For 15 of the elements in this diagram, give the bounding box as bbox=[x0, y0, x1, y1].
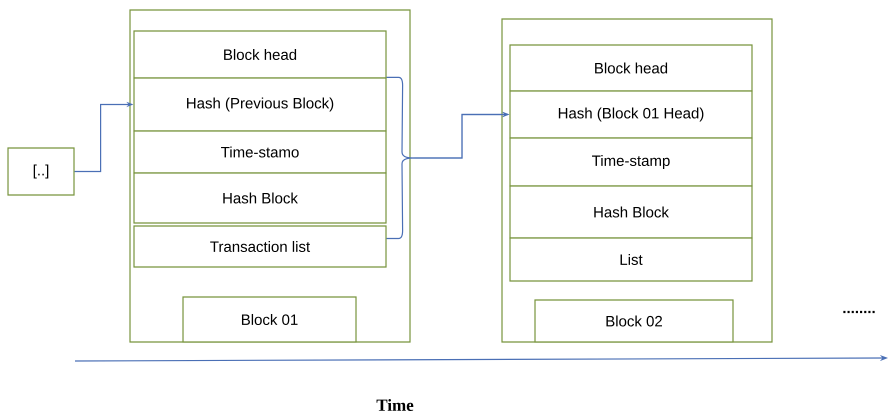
ellipsis: ........ bbox=[843, 310, 875, 314]
field-cell: Hash (Block 01 Head) bbox=[509, 90, 753, 139]
field-cell: Transaction list bbox=[133, 225, 387, 268]
field-cell: Time-stamp bbox=[509, 137, 753, 187]
field-cell: List bbox=[509, 237, 753, 282]
field-cell: Hash Block bbox=[133, 172, 387, 224]
field-cell: Block head bbox=[509, 44, 753, 92]
axis-label: Time bbox=[376, 399, 414, 411]
field-cell: Block head bbox=[133, 30, 387, 79]
block-label-box: Block 02 bbox=[534, 299, 734, 343]
field-cell: Hash Block bbox=[509, 185, 753, 239]
input-box: [..] bbox=[7, 147, 75, 196]
block-label-box: Block 01 bbox=[182, 296, 357, 343]
field-cell: Time-stamo bbox=[133, 130, 387, 174]
field-cell: Hash (Previous Block) bbox=[133, 77, 387, 132]
